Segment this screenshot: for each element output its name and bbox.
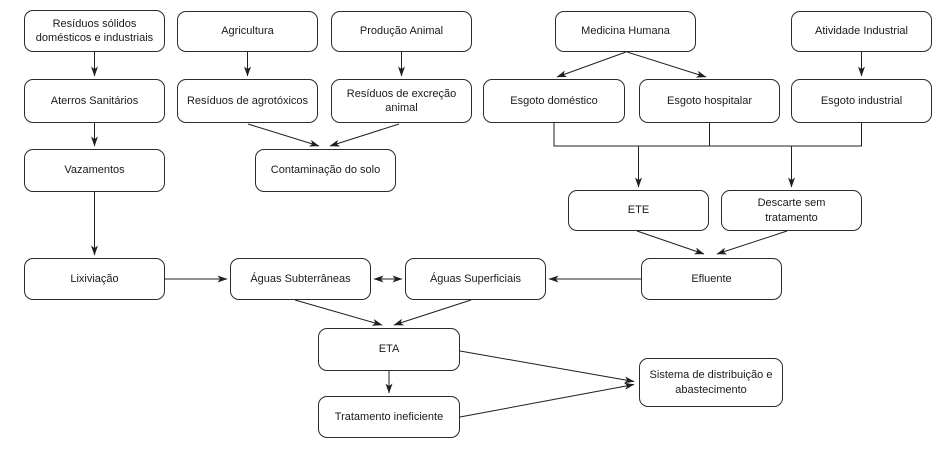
node-descarte-sem-tratamento: Descarte sem tratamento	[721, 190, 862, 231]
node-label: Contaminação do solo	[270, 164, 381, 177]
node-ete: ETE	[568, 190, 709, 231]
node-residuos-solidos: Resíduos sólidos domésticos e industriai…	[24, 10, 165, 52]
node-label: Produção Animal	[359, 25, 444, 38]
node-aguas-superficiais: Águas Superficiais	[405, 258, 546, 300]
node-atividade-industrial: Atividade Industrial	[791, 11, 932, 52]
node-label: Esgoto hospitalar	[667, 94, 752, 107]
edge-superficiais-to-eta	[393, 299, 472, 326]
node-sistema-distribuicao: Sistema de distribuição e abastecimento	[639, 358, 783, 407]
node-producao-animal: Produção Animal	[331, 11, 472, 52]
node-agricultura: Agricultura	[177, 11, 318, 52]
node-esgoto-hospitalar: Esgoto hospitalar	[639, 79, 780, 123]
edge-subterraneas-to-eta	[294, 299, 383, 326]
node-eta: ETA	[318, 328, 460, 371]
node-label: Esgoto doméstico	[510, 94, 598, 107]
edge-tratamento-to-sistema	[459, 382, 635, 418]
node-aterros-sanitarios: Aterros Sanitários	[24, 79, 165, 123]
node-medicina-humana: Medicina Humana	[555, 11, 696, 52]
node-label: Esgoto industrial	[820, 94, 903, 107]
node-label: Atividade Industrial	[815, 25, 908, 38]
node-label: ETE	[627, 204, 650, 217]
node-label: Medicina Humana	[581, 25, 670, 38]
edge-descarte-to-efluente	[716, 230, 788, 255]
edge-medicina-to-esgoto-domestico	[556, 51, 627, 78]
edge-excrecao-to-contaminacao	[329, 123, 400, 147]
node-label: ETA	[378, 343, 400, 356]
node-label: Águas Subterrâneas	[250, 272, 351, 285]
node-residuos-agrotoxicos: Resíduos de agrotóxicos	[177, 79, 318, 123]
node-residuos-excrecao: Resíduos de excreção animal	[331, 79, 472, 123]
node-label: Lixiviação	[70, 272, 119, 285]
node-label: Descarte sem tratamento	[757, 197, 826, 224]
node-tratamento-ineficiente: Tratamento ineficiente	[318, 396, 460, 438]
node-efluente: Efluente	[641, 258, 782, 300]
node-label: Resíduos de excreção animal	[346, 87, 457, 114]
node-esgoto-domestico: Esgoto doméstico	[483, 79, 625, 123]
node-vazamentos: Vazamentos	[24, 149, 165, 192]
node-label: Resíduos de agrotóxicos	[186, 94, 309, 107]
edge-eta-to-sistema	[459, 350, 635, 384]
node-lixiviacao: Lixiviação	[24, 258, 165, 300]
node-label: Resíduos sólidos domésticos e industriai…	[35, 17, 154, 44]
node-esgoto-industrial: Esgoto industrial	[791, 79, 932, 123]
node-label: Aterros Sanitários	[50, 94, 139, 107]
node-label: Vazamentos	[64, 164, 125, 177]
node-label: Efluente	[691, 272, 732, 285]
node-label: Tratamento ineficiente	[334, 410, 444, 423]
node-label: Sistema de distribuição e abastecimento	[649, 369, 773, 396]
node-aguas-subterraneas: Águas Subterrâneas	[230, 258, 371, 300]
edge-agrotoxicos-to-contaminacao	[247, 123, 320, 147]
edge-esgotos-bus	[553, 123, 862, 147]
node-label: Agricultura	[221, 25, 274, 38]
node-label: Águas Superficiais	[429, 272, 522, 285]
edge-medicina-to-esgoto-hospitalar	[626, 51, 707, 78]
node-contaminacao-solo: Contaminação do solo	[255, 149, 396, 192]
edge-ete-to-efluente	[636, 230, 705, 255]
